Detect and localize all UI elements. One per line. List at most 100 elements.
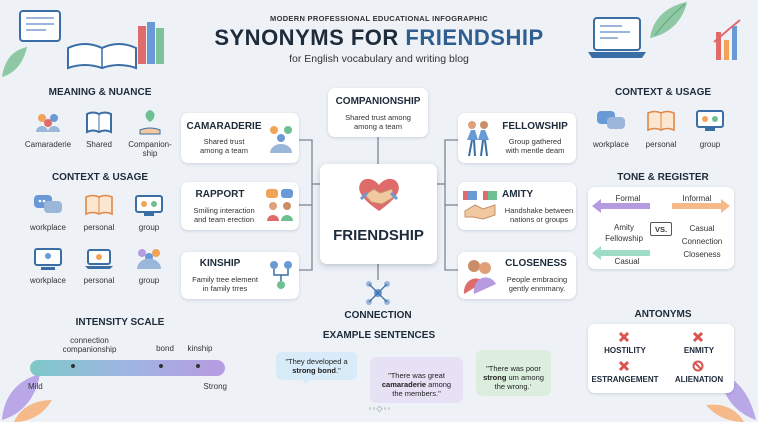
tone-informal: Informal [682, 194, 712, 203]
family-tree-icon [270, 261, 292, 289]
example-1-pre: "They developed a [285, 357, 348, 366]
vs-label: VS. [654, 225, 668, 234]
examples-heading: EXAMPLE SENTENCES [322, 330, 436, 341]
intensity-marker-dot-3 [195, 364, 200, 368]
hand-plant-icon [139, 110, 161, 135]
tone-informal-words: Casual Connection Closeness [681, 224, 723, 259]
laptop-chart-icon [588, 17, 741, 60]
closeness-title: CLOSENESS [505, 258, 567, 269]
friendship-center-label: FRIENDSHIP [333, 227, 424, 244]
context-right-3: group [699, 140, 721, 149]
video-call-icon [135, 195, 163, 216]
tone-casual: Casual [614, 257, 640, 266]
example-2-post: among the members." [392, 380, 452, 398]
book-open-icon [647, 110, 675, 132]
chat-bubbles-icon [34, 195, 62, 213]
rapport-desc: Smiling interaction and team erection [193, 206, 255, 224]
companionship-title: COMPANIONSHIP [335, 96, 421, 107]
hug-icon [463, 260, 496, 294]
kinship-desc: Family tree element in family trres [192, 275, 258, 293]
network-icon [366, 281, 390, 305]
meaning-label-2: Shared [86, 140, 112, 149]
fellowship-desc: Group gathered with mentle deam [505, 137, 565, 155]
meaning-heading: MEANING & NUANCE [48, 87, 152, 98]
context-left-r2-1: workplace [29, 276, 66, 285]
bubble-tail-3 [530, 384, 542, 390]
example-sentence-1: "They developed a strong bond." [276, 352, 357, 380]
camaraderie-desc: Shared trust among a team [200, 137, 248, 155]
intensity-marker-dot-1 [70, 364, 75, 368]
example-3-post: um among the wrong." [494, 373, 544, 391]
example-1-post: ." [336, 366, 341, 375]
antonym-1: HOSTILITY [604, 346, 646, 355]
title-part-2: FRIENDSHIP [405, 25, 544, 50]
kinship-title: KINSHIP [199, 258, 241, 269]
companionship-card [328, 88, 428, 137]
context-right-2: personal [645, 140, 677, 149]
intensity-marker-label-1: connection companionship [62, 336, 117, 354]
tone-formal-words: Amity Fellowship [605, 223, 643, 243]
antonyms-card [588, 324, 734, 393]
heart-handshake-icon [359, 178, 399, 211]
fellowship-card [458, 113, 576, 163]
amity-title: AMITY [502, 189, 534, 200]
context-left-heading: CONTEXT & USAGE [51, 172, 149, 183]
antonyms-heading: ANTONYMS [634, 309, 692, 320]
rapport-title: RAPPORT [195, 189, 245, 200]
fellowship-title: FELLOWSHIP [502, 121, 568, 132]
group-people-icon [137, 249, 161, 269]
title-part-1: SYNONYMS FOR [214, 25, 399, 50]
antonym-4: ALIENATION [674, 375, 724, 384]
intensity-marker-label-3: kinship [187, 344, 213, 353]
cross-icon-3 [618, 360, 630, 372]
antonym-2: ENMITY [683, 346, 715, 355]
amity-desc: Handshake between nations or groups [504, 206, 574, 224]
example-2-pre: "There was great [388, 371, 445, 380]
context-right-heading: CONTEXT & USAGE [614, 87, 712, 98]
intensity-mild: Mild [28, 382, 43, 391]
companionship-desc: Shared trust among among a team [345, 113, 411, 131]
intensity-bar [30, 360, 225, 376]
prohibited-icon [692, 360, 704, 372]
meaning-label-1: Camaraderie [24, 140, 72, 149]
screen-group-icon [696, 110, 724, 131]
left-arrow-teal [592, 246, 650, 260]
context-left-r2-3: group [138, 276, 160, 285]
decorative-dots: ◦◦◇◦◦ [368, 404, 392, 413]
tone-heading: TONE & REGISTER [617, 172, 709, 183]
right-arrow-orange [672, 199, 730, 213]
team-people-icon [270, 126, 292, 153]
rapport-card [181, 182, 299, 230]
leaf-decoration-top-left [2, 47, 27, 77]
pretitle: MODERN PROFESSIONAL EDUCATIONAL INFOGRAP… [270, 14, 488, 23]
context-left-r2-2: personal [83, 276, 115, 285]
example-1-bold: strong bond [292, 366, 336, 375]
laptop-icon [85, 249, 113, 269]
conversation-icon [266, 189, 293, 221]
closeness-desc: People embracing gently enmmany. [506, 275, 568, 293]
antonym-3: ESTRANGEMENT [591, 375, 659, 384]
connection-label: CONNECTION [344, 310, 412, 321]
context-left-r1-2: personal [83, 223, 115, 232]
monitor-icon [34, 248, 62, 270]
page-subtitle: for English vocabulary and writing blog [289, 53, 469, 65]
flags-handshake-icon [463, 191, 497, 220]
leaf-decoration-top-right [650, 2, 687, 38]
example-2-bold: camaraderie [381, 380, 427, 389]
open-book-icon [85, 194, 113, 216]
intensity-marker-label-2: bond [156, 344, 174, 353]
cross-icon-1 [618, 331, 630, 343]
leaf-decoration-bottom-left [2, 374, 52, 422]
book-icon [86, 111, 112, 134]
page-title: SYNONYMS FOR FRIENDSHIP [0, 25, 758, 51]
example-3-bold: strong [483, 373, 507, 382]
fellowship-people-icon [467, 121, 489, 157]
context-right-1: workplace [592, 140, 629, 149]
intensity-strong: Strong [203, 382, 227, 391]
left-arrow-purple [592, 199, 650, 213]
chat-icon [597, 111, 625, 129]
camaraderie-title: CAMARADERIE [186, 121, 262, 132]
tone-formal: Formal [615, 194, 641, 203]
